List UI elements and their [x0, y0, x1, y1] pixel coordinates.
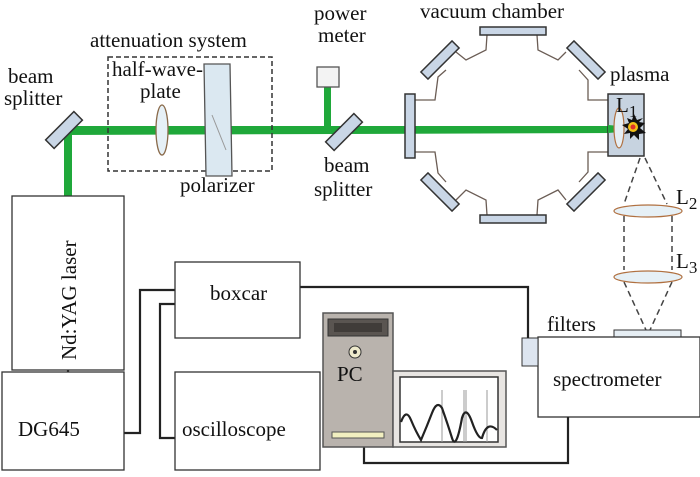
- oscilloscope: [174, 371, 321, 471]
- beam-splitter-left-label-2: splitter: [4, 86, 62, 110]
- spectrum-waveform: [399, 403, 498, 443]
- lens-l1-label: L1: [616, 93, 637, 121]
- plasma-label: plasma: [610, 62, 670, 86]
- nd-yag-laser: [11, 195, 125, 371]
- attenuation-system-box: [107, 56, 273, 172]
- dg645: [1, 371, 125, 471]
- laser-label: Nd:YAG laser: [57, 240, 81, 360]
- lens-l2: [613, 204, 683, 218]
- filters-label: filters: [547, 312, 596, 336]
- polarizer-line: [211, 114, 227, 151]
- half-wave-plate-label-2: plate: [140, 79, 181, 103]
- polarizer: [203, 63, 233, 177]
- boxcar: [174, 261, 301, 339]
- beam-splitter-right-label-2: splitter: [314, 177, 372, 201]
- power-meter: [316, 66, 340, 88]
- polarizer-label: polarizer: [180, 173, 255, 197]
- lens-l3-label: L3: [676, 249, 697, 277]
- power-meter-label: power: [314, 1, 366, 25]
- lens-l1: [613, 107, 625, 149]
- beam-splitter-right: [324, 112, 364, 152]
- wire-pc-spectrometer: [362, 417, 570, 465]
- spectrometer-label: spectrometer: [553, 367, 661, 391]
- pc: [322, 312, 507, 448]
- beam-splitter-right-label: beam: [324, 153, 369, 177]
- half-wave-plate: [155, 104, 169, 156]
- wire-boxcar-oscilloscope: [158, 302, 175, 440]
- oscilloscope-label: oscilloscope: [182, 417, 286, 441]
- vacuum-chamber: [404, 26, 608, 224]
- wire-boxcar-spectrometer: [300, 285, 530, 338]
- beam-splitter-left-label: beam: [8, 64, 53, 88]
- vacuum-chamber-label: vacuum chamber: [420, 0, 564, 23]
- spectrometer: [537, 336, 700, 418]
- collection-light-cone: [623, 157, 673, 331]
- plasma-spark-icon: [622, 114, 646, 140]
- pc-label: PC: [337, 362, 363, 386]
- dg645-label: DG645: [18, 417, 80, 441]
- beam-splitter-left: [44, 110, 84, 150]
- boxcar-label: boxcar: [210, 281, 267, 305]
- wire-dg645-boxcar: [124, 288, 175, 435]
- lens-l3: [613, 270, 683, 284]
- attenuation-system-label: attenuation system: [90, 28, 247, 52]
- half-wave-plate-label: half-wave-: [112, 57, 203, 81]
- lens-l2-label: L2: [676, 185, 697, 213]
- power-meter-label-2: meter: [318, 23, 366, 47]
- filters: [613, 329, 682, 338]
- spectrometer-port: [521, 337, 539, 367]
